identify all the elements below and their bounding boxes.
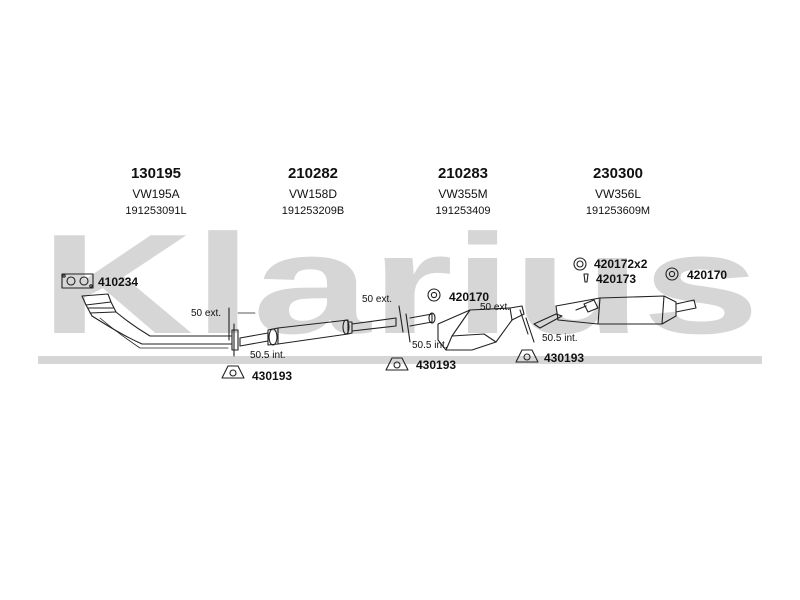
part-code: VW158D bbox=[288, 187, 338, 201]
ring-label-right: 420170 bbox=[687, 268, 728, 282]
part-code: VW355M bbox=[438, 187, 488, 201]
header-column-2: 210282 VW158D 191253209B bbox=[253, 165, 373, 218]
watermark-logo: Klarius bbox=[40, 205, 760, 364]
hanger-label-right: 430193 bbox=[544, 351, 585, 365]
front-pipe bbox=[81, 293, 239, 351]
oe-number: 191253091L bbox=[125, 205, 187, 217]
gasket-label: 410234 bbox=[98, 275, 139, 289]
gasket-icon bbox=[61, 273, 94, 289]
ext-note-1: 50 ext. bbox=[191, 308, 222, 319]
int-note-3: 50.5 int. bbox=[542, 333, 578, 344]
hanger-icon-mid bbox=[385, 357, 409, 371]
part-code: VW195A bbox=[132, 187, 180, 201]
joint-1 bbox=[228, 307, 256, 357]
rear-silencer bbox=[533, 295, 697, 329]
clamp-label-b: 420173 bbox=[596, 272, 637, 286]
part-number: 210282 bbox=[287, 165, 339, 182]
part-code: VW356L bbox=[594, 187, 642, 201]
int-note-1: 50.5 int. bbox=[250, 350, 286, 361]
ring-icon-mid bbox=[427, 288, 441, 302]
ext-note-2: 50 ext. bbox=[362, 294, 393, 305]
oe-number: 191253409 bbox=[435, 205, 491, 217]
part-number: 210283 bbox=[437, 165, 489, 182]
clamp-label-a: 420172x2 bbox=[594, 257, 648, 271]
ring-label-mid: 420170 bbox=[449, 290, 490, 304]
int-note-2: 50.5 int. bbox=[412, 340, 448, 351]
middle-silencer bbox=[409, 305, 525, 351]
hanger-icon-right bbox=[515, 349, 539, 363]
ext-note-3: 50 ext. bbox=[480, 302, 511, 313]
joint-3 bbox=[519, 309, 535, 343]
bolt-icon bbox=[583, 273, 589, 283]
part-number: 230300 bbox=[592, 165, 644, 182]
joint-2 bbox=[398, 305, 411, 343]
oe-number: 191253209B bbox=[281, 205, 345, 217]
hanger-label-mid: 430193 bbox=[416, 358, 457, 372]
center-pipe bbox=[239, 317, 397, 347]
clamp-icon bbox=[573, 257, 587, 271]
header-column-3: 210283 VW355M 191253409 bbox=[403, 165, 523, 218]
hanger-label-left: 430193 bbox=[252, 369, 293, 383]
hanger-icon-left bbox=[221, 365, 245, 379]
header-column-4: 230300 VW356L 191253609M bbox=[558, 165, 678, 218]
part-number: 130195 bbox=[130, 165, 182, 182]
oe-number: 191253609M bbox=[585, 205, 651, 217]
header-column-1: 130195 VW195A 191253091L bbox=[96, 165, 216, 218]
ring-icon-right bbox=[665, 267, 679, 281]
